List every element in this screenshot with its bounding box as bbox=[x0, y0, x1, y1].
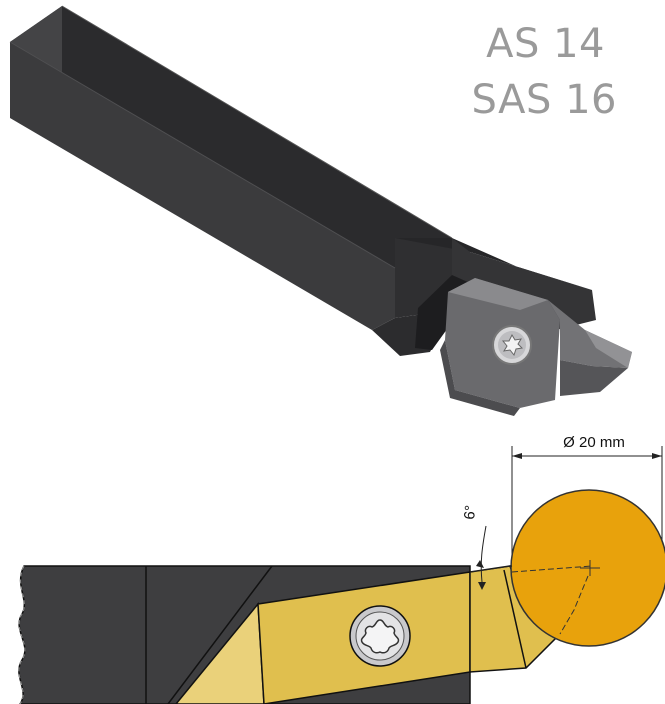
insert-tip-face bbox=[560, 360, 628, 396]
insert-3d bbox=[440, 278, 632, 416]
holder-edge-line bbox=[61, 5, 453, 239]
clamp-edge bbox=[167, 565, 273, 704]
diameter-label: Ø 20 mm bbox=[563, 434, 625, 451]
torx-icon bbox=[501, 333, 524, 357]
torx-icon bbox=[360, 619, 400, 654]
angle-arrow bbox=[476, 560, 484, 568]
break-line bbox=[18, 565, 26, 704]
angle-label: 6° bbox=[461, 504, 479, 520]
holder-3d bbox=[9, 5, 596, 356]
workpiece-centerline bbox=[511, 565, 593, 573]
insert-top-edge bbox=[448, 278, 548, 310]
holder-edge-line bbox=[9, 41, 396, 269]
insert-side bbox=[440, 340, 520, 416]
holder-top-face bbox=[10, 6, 452, 268]
angle-arc bbox=[480, 525, 487, 583]
construction-line bbox=[559, 575, 589, 635]
insert-tip-top bbox=[585, 330, 632, 368]
insert-tip-facet bbox=[503, 569, 527, 669]
model-label-sas16: SAS 16 bbox=[471, 77, 617, 123]
angle-reference-line bbox=[469, 565, 513, 573]
angle-arrow bbox=[478, 582, 486, 590]
holder-front-face bbox=[10, 42, 395, 330]
model-label-as14: AS 14 bbox=[486, 21, 605, 67]
